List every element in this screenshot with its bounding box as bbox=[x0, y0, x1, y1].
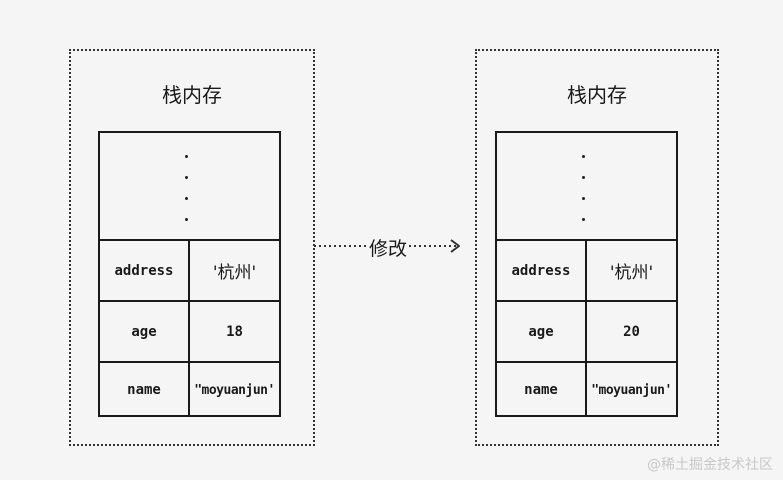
row-value: 20 bbox=[585, 302, 676, 361]
stack-memory-panel-before: 栈内存 address '杭州' age 18 name "moyuanjun' bbox=[69, 49, 315, 446]
ellipsis-dot bbox=[582, 218, 585, 221]
row-key: name bbox=[127, 382, 161, 398]
table-row-age: age 18 bbox=[100, 300, 279, 361]
table-row-address: address '杭州' bbox=[497, 239, 676, 300]
stack-table: address '杭州' age 20 name "moyuanjun' bbox=[495, 131, 678, 417]
table-row-address: address '杭州' bbox=[100, 239, 279, 300]
row-key: name bbox=[524, 382, 558, 398]
ellipsis-dot bbox=[582, 176, 585, 179]
ellipsis-dots bbox=[497, 133, 676, 239]
row-value: '杭州' bbox=[585, 241, 676, 300]
row-key: age bbox=[528, 323, 554, 340]
row-key: address bbox=[511, 262, 571, 279]
ellipsis-dots bbox=[100, 133, 279, 239]
ellipsis-dot bbox=[582, 155, 585, 158]
row-key: address bbox=[114, 262, 174, 279]
panel-title: 栈内存 bbox=[567, 83, 627, 107]
row-value: '杭州' bbox=[188, 241, 279, 300]
table-row-name: name "moyuanjun' bbox=[100, 361, 279, 417]
row-value: 18 bbox=[188, 302, 279, 361]
table-row-age: age 20 bbox=[497, 300, 676, 361]
row-value: "moyuanjun' bbox=[585, 363, 676, 417]
ellipsis-dot bbox=[582, 197, 585, 200]
ellipsis-dot bbox=[185, 176, 188, 179]
row-value: "moyuanjun' bbox=[188, 363, 279, 417]
table-row-name: name "moyuanjun' bbox=[497, 361, 676, 417]
ellipsis-dot bbox=[185, 218, 188, 221]
row-key: age bbox=[131, 323, 157, 340]
stack-table: address '杭州' age 18 name "moyuanjun' bbox=[98, 131, 281, 417]
ellipsis-dot bbox=[185, 197, 188, 200]
ellipsis-dot bbox=[185, 155, 188, 158]
arrow-label: 修改 bbox=[367, 234, 410, 261]
panel-title: 栈内存 bbox=[162, 83, 222, 107]
stack-memory-panel-after: 栈内存 address '杭州' age 20 name "moyuanjun' bbox=[475, 49, 719, 446]
watermark: @稀土掘金技术社区 bbox=[647, 457, 773, 473]
